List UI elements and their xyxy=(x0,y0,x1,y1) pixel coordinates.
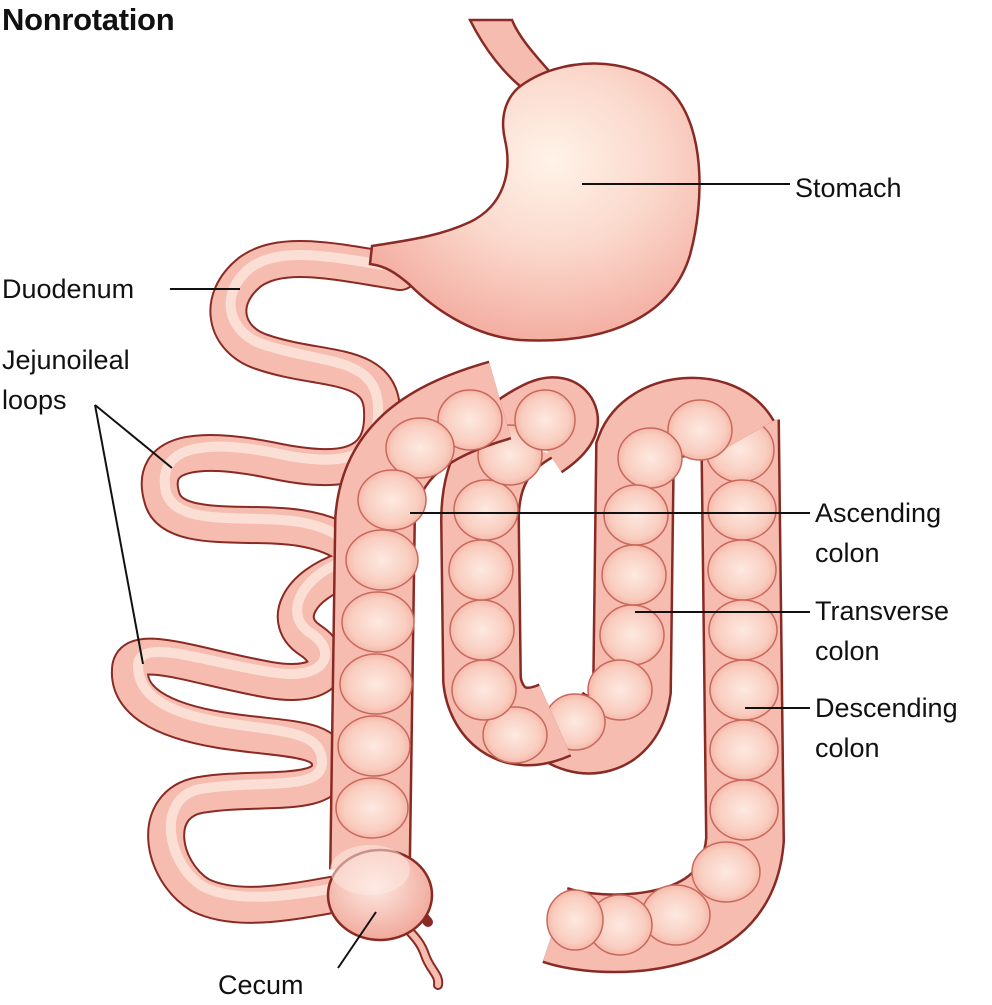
stomach xyxy=(368,18,701,342)
jejunoileal-loops-label: Jejunoileal loops xyxy=(2,340,130,420)
transverse-colon xyxy=(526,376,775,775)
small-bowel-highlight xyxy=(133,250,405,902)
cecum-leader xyxy=(337,911,377,969)
cecum xyxy=(326,845,444,990)
ascending-colon xyxy=(329,360,512,871)
stomach-label: Stomach xyxy=(795,173,902,203)
descending-colon-label: Descending colon xyxy=(815,688,958,768)
small-bowel xyxy=(111,240,419,924)
ascending-colon-label-line2: colon xyxy=(815,538,880,568)
stomach-body xyxy=(368,62,701,342)
descending-colon xyxy=(542,417,786,974)
diagram-title: Nonrotation xyxy=(2,2,175,37)
transverse-colon-label-line2: colon xyxy=(815,636,880,666)
descending-colon-label-line1: Descending xyxy=(815,693,958,723)
jejunoileal-loops-label-line2: loops xyxy=(2,385,67,415)
leader-lines xyxy=(94,183,810,969)
ascending-colon-label-line1: Ascending xyxy=(815,498,942,528)
jejunoileal-leader-upper xyxy=(94,404,173,469)
transverse-colon-label: Transverse colon xyxy=(815,591,949,671)
jejunoileal-loops-label-line1: Jejunoileal xyxy=(2,345,130,375)
jejunoileal-leader-lower xyxy=(94,404,144,665)
ascending-colon-label: Ascending colon xyxy=(815,493,941,573)
cecum-label: Cecum xyxy=(218,970,304,1000)
middle-loop xyxy=(439,376,599,767)
transverse-colon-label-line1: Transverse xyxy=(815,596,950,626)
duodenum-label: Duodenum xyxy=(2,274,135,304)
colon xyxy=(326,360,786,990)
descending-colon-label-line2: colon xyxy=(815,733,880,763)
